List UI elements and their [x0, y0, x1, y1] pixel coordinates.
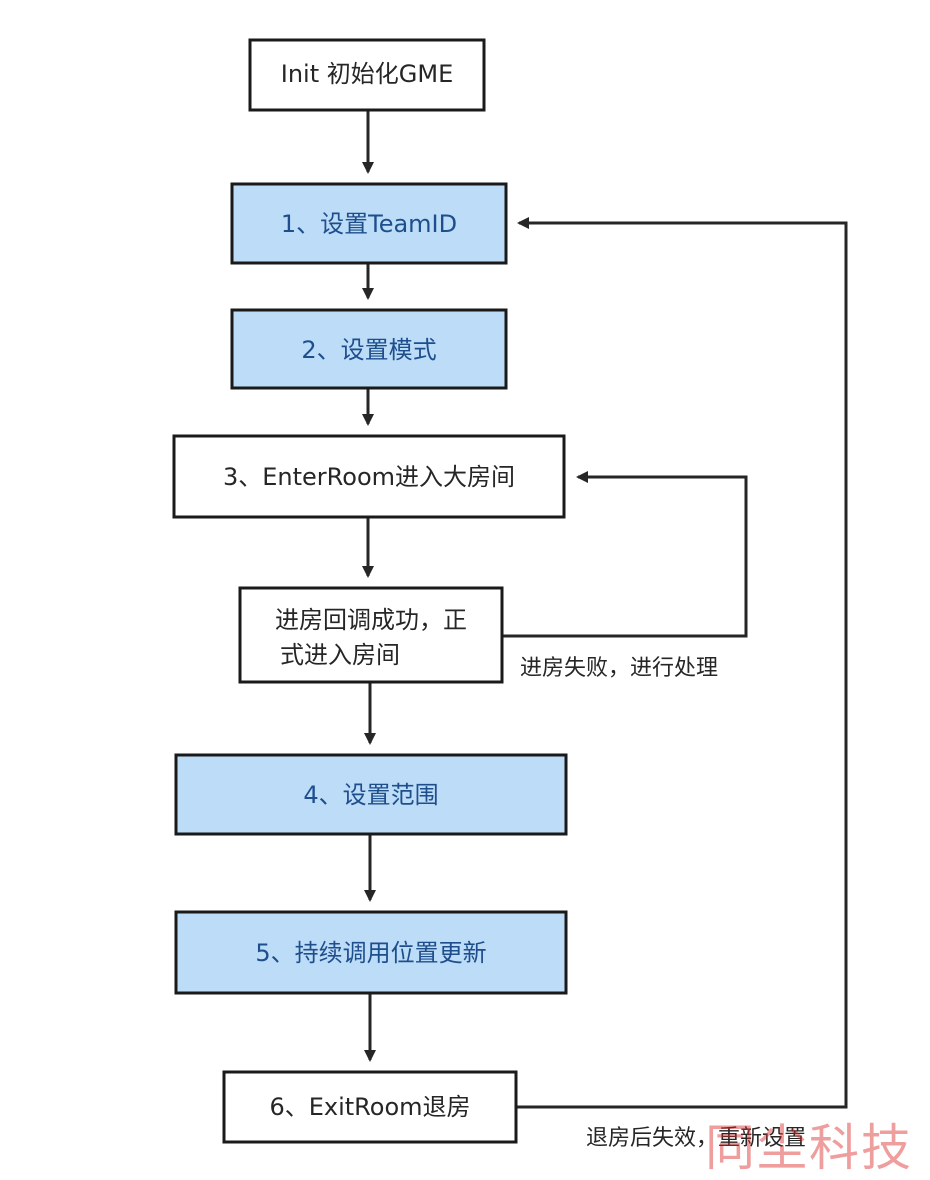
watermark-logo: 同尘科技 [705, 1119, 913, 1177]
step4-node-label: 4、设置范围 [303, 781, 438, 809]
init-node: Init 初始化GME [248, 38, 486, 112]
step6-node-label: 6、ExitRoom退房 [269, 1093, 470, 1121]
exit-reset-label: 退房后失效，重新设置 [586, 1126, 806, 1151]
step2-node-label: 2、设置模式 [301, 336, 436, 364]
step1-node: 1、设置TeamID [230, 182, 508, 265]
enter-fail-label: 进房失败，进行处理 [520, 656, 718, 681]
callback-node-line2: 式进入房间 [280, 641, 400, 669]
step2-node: 2、设置模式 [230, 308, 508, 390]
step1-node-label: 1、设置TeamID [281, 210, 457, 238]
init-node-label: Init 初始化GME [281, 60, 453, 88]
step6-node: 6、ExitRoom退房 [222, 1070, 518, 1144]
edge-exit-reset-loop [516, 217, 848, 1109]
edge-enter-fail-loop [502, 471, 748, 638]
step3-node: 3、EnterRoom进入大房间 [172, 434, 566, 519]
step3-node-label: 3、EnterRoom进入大房间 [223, 463, 515, 491]
step4-node: 4、设置范围 [174, 753, 568, 836]
step5-node: 5、持续调用位置更新 [174, 910, 568, 995]
callback-node-line1: 进房回调成功，正 [275, 606, 467, 634]
callback-node: 进房回调成功，正 式进入房间 [238, 586, 504, 684]
step5-node-label: 5、持续调用位置更新 [255, 939, 486, 967]
